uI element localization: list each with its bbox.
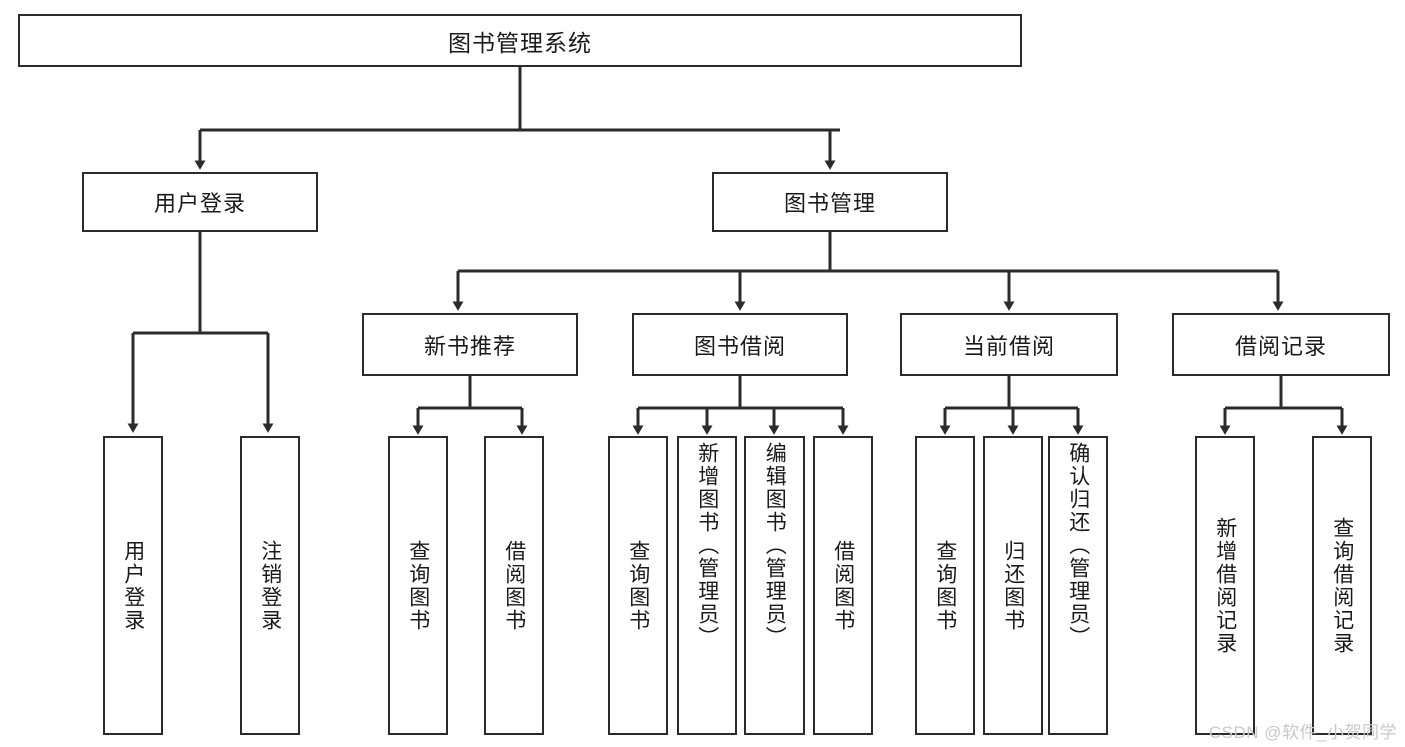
csdn-watermark: CSDN @软件_小贺同学 [1208,723,1397,742]
node-label: 借阅图书 [831,539,855,632]
leaf-query-book-current[interactable]: 查询图书 [915,436,975,735]
node-label: 注销登录 [258,539,282,632]
leaf-query-book-new-book[interactable]: 查询图书 [388,436,448,735]
leaf-confirm-return-admin[interactable]: 确认归还（管理员） [1048,436,1108,735]
node-label: 借阅记录 [1234,333,1327,359]
node-current-borrowing[interactable]: 当前借阅 [900,313,1118,376]
node-label: 查询借阅记录 [1330,516,1354,655]
node-new-book-recommendation[interactable]: 新书推荐 [362,313,578,376]
node-label: 编辑图书（管理员） [763,442,787,649]
node-label: 当前借阅 [962,333,1055,359]
node-label: 新增图书（管理员） [695,442,719,649]
node-label: 查询图书 [406,539,430,632]
node-label: 确认归还（管理员） [1066,442,1090,649]
leaf-user-login[interactable]: 用户登录 [103,436,163,735]
node-root-book-management-system[interactable]: 图书管理系统 [18,14,1022,67]
leaf-query-book-borrow[interactable]: 查询图书 [608,436,668,735]
leaf-add-borrow-record[interactable]: 新增借阅记录 [1195,436,1255,735]
leaf-logout-login[interactable]: 注销登录 [240,436,300,735]
node-label: 图书借阅 [693,333,786,359]
node-label: 新书推荐 [423,333,516,359]
node-label: 图书管理系统 [448,29,592,56]
leaf-return-book[interactable]: 归还图书 [983,436,1043,735]
leaf-borrow-book-new-book[interactable]: 借阅图书 [484,436,544,735]
node-label: 借阅图书 [502,539,526,632]
node-label: 查询图书 [626,539,650,632]
node-label: 用户登录 [121,539,145,632]
node-borrowing-record[interactable]: 借阅记录 [1172,313,1390,376]
leaf-add-book-admin[interactable]: 新增图书（管理员） [677,436,737,735]
node-label: 新增借阅记录 [1213,516,1237,655]
leaf-edit-book-admin[interactable]: 编辑图书（管理员） [744,436,805,735]
leaf-borrow-book-borrow[interactable]: 借阅图书 [813,436,873,735]
leaf-query-borrow-record[interactable]: 查询借阅记录 [1312,436,1372,735]
node-label: 归还图书 [1001,539,1025,632]
node-label: 用户登录 [153,191,246,216]
node-label: 查询图书 [933,539,957,632]
node-label: 图书管理 [783,191,876,216]
node-user-login[interactable]: 用户登录 [82,172,318,232]
node-book-borrowing[interactable]: 图书借阅 [632,313,848,376]
node-book-management[interactable]: 图书管理 [712,172,948,232]
